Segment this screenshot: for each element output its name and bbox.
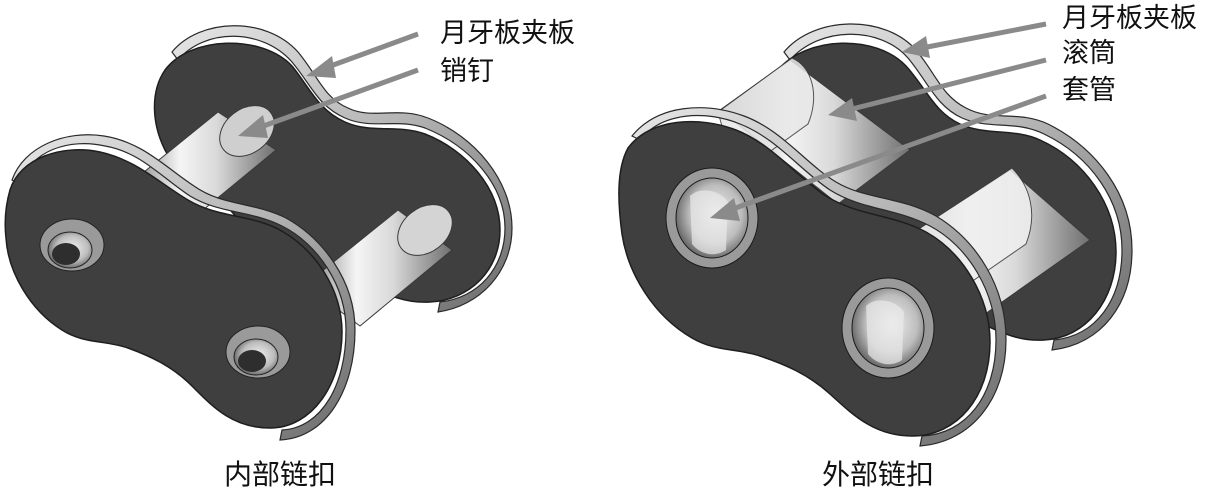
label-pin: 销钉 xyxy=(440,56,494,87)
label-roller: 滚筒 xyxy=(1062,38,1116,69)
label-left-plate: 月牙板夹板 xyxy=(440,18,575,49)
inner-link xyxy=(5,26,512,440)
inner-front-pin-head-lower xyxy=(226,326,290,378)
outer-front-bushing-lower xyxy=(842,278,934,378)
caption-outer-link: 外部链扣 xyxy=(822,458,934,491)
label-right-plate: 月牙板夹板 xyxy=(1062,3,1197,34)
label-bushing: 套管 xyxy=(1062,75,1116,106)
outer-link xyxy=(619,24,1132,446)
arrow-left-plate xyxy=(325,34,418,68)
caption-inner-link: 内部链扣 xyxy=(224,458,336,491)
arrow-right-plate xyxy=(922,24,1046,48)
arrowhead-left-plate xyxy=(306,56,336,78)
inner-front-pin-head-upper xyxy=(40,219,104,271)
